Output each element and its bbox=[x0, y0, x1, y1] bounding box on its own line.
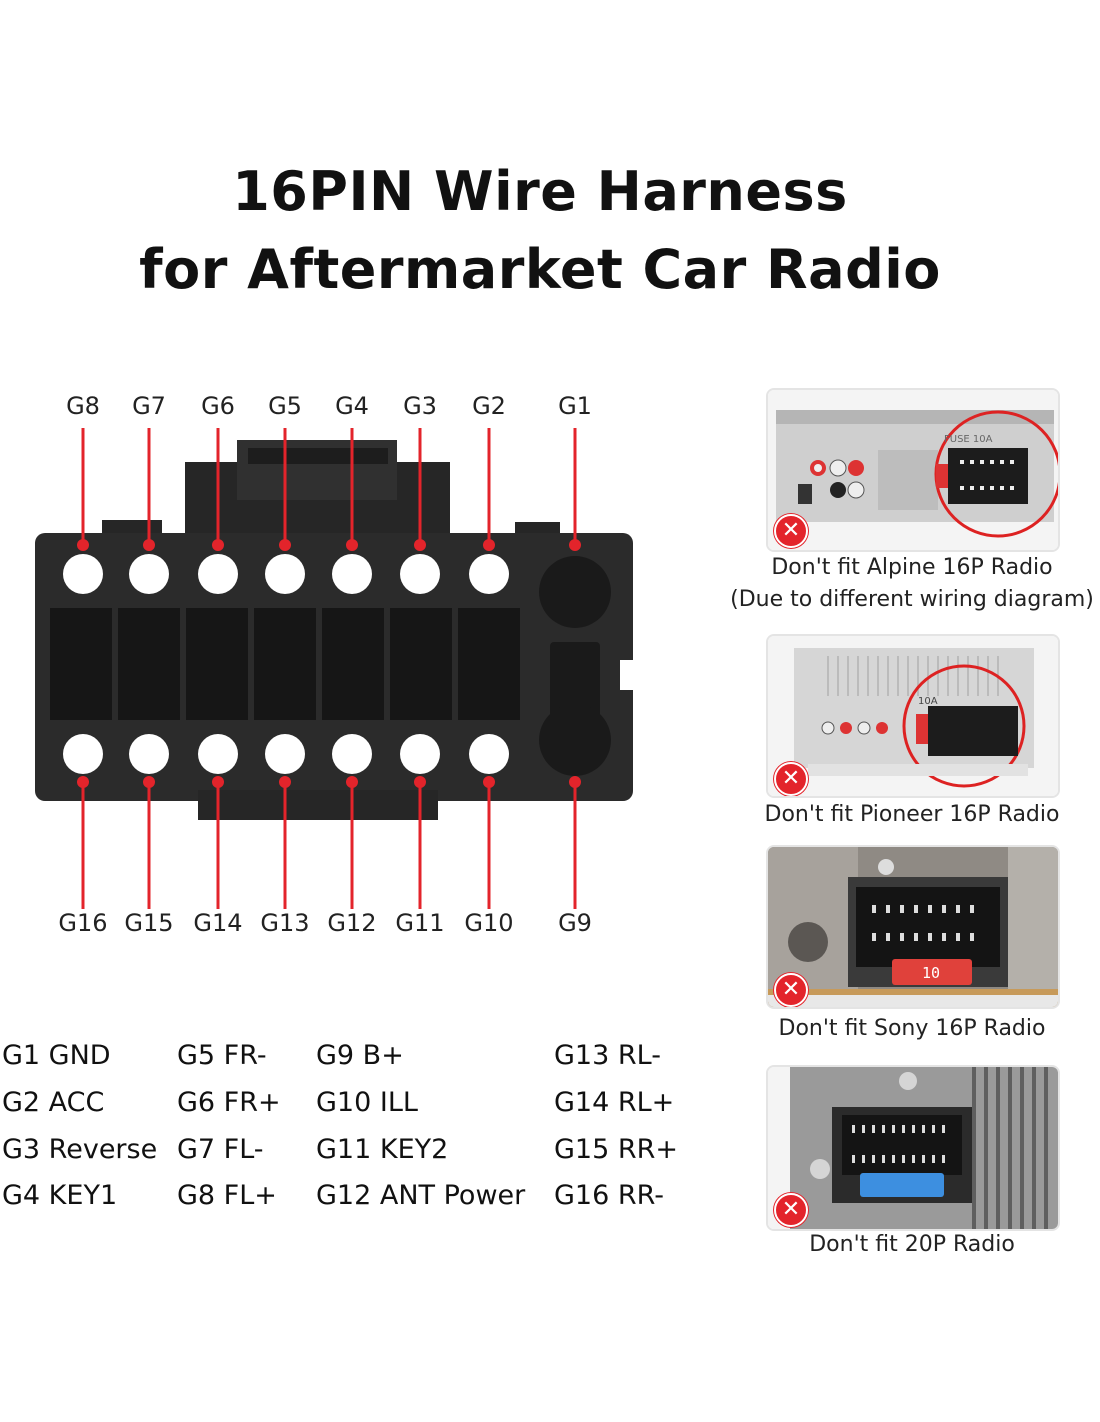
pin-hole bbox=[332, 554, 372, 594]
legend-item: G14 RL+ bbox=[554, 1087, 675, 1118]
legend-item: G6 FR+ bbox=[177, 1087, 281, 1118]
pin-hole bbox=[198, 554, 238, 594]
callout-dot bbox=[212, 776, 224, 788]
alpine-caption: Don't fit Alpine 16P Radio (Due to diffe… bbox=[720, 552, 1100, 616]
callout-dot bbox=[483, 539, 495, 551]
callout-dot bbox=[414, 776, 426, 788]
pioneer-radio-card: 10A ✕ bbox=[766, 634, 1060, 798]
pin-hole bbox=[129, 734, 169, 774]
callout-dot bbox=[279, 539, 291, 551]
legend-item: G5 FR- bbox=[177, 1040, 267, 1071]
pin-label: G10 bbox=[464, 909, 513, 937]
pin-label: G15 bbox=[124, 909, 173, 937]
pin-hole bbox=[265, 554, 305, 594]
callout-dot bbox=[212, 539, 224, 551]
20p-radio-photo bbox=[768, 1067, 1058, 1229]
legend-item: G12 ANT Power bbox=[316, 1180, 526, 1211]
legend-item: G2 ACC bbox=[2, 1087, 105, 1118]
title-line-1: 16PIN Wire Harness bbox=[232, 160, 848, 223]
pin-label: G4 bbox=[335, 392, 369, 420]
legend-item: G7 FL- bbox=[177, 1134, 264, 1165]
x-icon: ✕ bbox=[774, 514, 808, 548]
pin-hole bbox=[63, 554, 103, 594]
pin-label: G5 bbox=[268, 392, 302, 420]
caption-line: Don't fit 20P Radio bbox=[809, 1232, 1015, 1257]
callout-dot bbox=[77, 539, 89, 551]
callout-dot bbox=[279, 776, 291, 788]
pin-label: G9 bbox=[558, 909, 592, 937]
callout-dot bbox=[569, 776, 581, 788]
pin-label: G6 bbox=[201, 392, 235, 420]
pioneer-caption: Don't fit Pioneer 16P Radio bbox=[720, 799, 1100, 831]
pin-label: G1 bbox=[558, 392, 592, 420]
title-line-2: for Aftermarket Car Radio bbox=[139, 238, 941, 301]
pin-hole bbox=[129, 554, 169, 594]
pioneer-radio-photo: 10A bbox=[768, 636, 1058, 796]
x-icon: ✕ bbox=[774, 973, 808, 1007]
pin-hole bbox=[469, 734, 509, 774]
pin-label: G12 bbox=[327, 909, 376, 937]
callout-dot bbox=[414, 539, 426, 551]
caption-line: Don't fit Pioneer 16P Radio bbox=[764, 802, 1060, 827]
callout-dot bbox=[346, 539, 358, 551]
sony-caption: Don't fit Sony 16P Radio bbox=[720, 1013, 1100, 1045]
callout-dot bbox=[143, 776, 155, 788]
sony-radio-photo: 10 bbox=[768, 847, 1058, 1007]
legend-item: G1 GND bbox=[2, 1040, 111, 1071]
pin-label: G2 bbox=[472, 392, 506, 420]
legend-item: G9 B+ bbox=[316, 1040, 404, 1071]
legend-item: G10 ILL bbox=[316, 1087, 418, 1118]
pin-hole bbox=[469, 554, 509, 594]
pin-hole bbox=[63, 734, 103, 774]
legend-item: G11 KEY2 bbox=[316, 1134, 449, 1165]
legend-item: G16 RR- bbox=[554, 1180, 665, 1211]
caption-line: Don't fit Alpine 16P Radio bbox=[771, 555, 1053, 580]
pin-hole bbox=[400, 734, 440, 774]
fuse-label: 10A bbox=[918, 696, 938, 707]
fuse-label: FUSE 10A bbox=[944, 434, 993, 445]
x-icon: ✕ bbox=[774, 1193, 808, 1227]
legend-item: G3 Reverse bbox=[2, 1134, 158, 1165]
pin-hole bbox=[265, 734, 305, 774]
caption-line: (Due to different wiring diagram) bbox=[730, 587, 1094, 612]
pin-hole bbox=[332, 734, 372, 774]
pin-hole bbox=[198, 734, 238, 774]
sony-radio-card: 10 ✕ bbox=[766, 845, 1060, 1009]
20p-radio-card: ✕ bbox=[766, 1065, 1060, 1231]
20p-caption: Don't fit 20P Radio bbox=[720, 1229, 1100, 1261]
x-icon: ✕ bbox=[774, 762, 808, 796]
legend-item: G8 FL+ bbox=[177, 1180, 277, 1211]
pin-label: G3 bbox=[403, 392, 437, 420]
pin-label: G16 bbox=[58, 909, 107, 937]
legend-item: G4 KEY1 bbox=[2, 1180, 118, 1211]
callout-dot bbox=[143, 539, 155, 551]
caption-line: Don't fit Sony 16P Radio bbox=[778, 1016, 1046, 1041]
alpine-radio-card: FUSE 10A ✕ bbox=[766, 388, 1060, 552]
callout-dot bbox=[569, 539, 581, 551]
pin-label: G11 bbox=[395, 909, 444, 937]
legend-item: G13 RL- bbox=[554, 1040, 661, 1071]
alpine-radio-photo: FUSE 10A bbox=[768, 390, 1058, 550]
pin-label: G7 bbox=[132, 392, 166, 420]
pin-label: G14 bbox=[193, 909, 242, 937]
pin-label: G8 bbox=[66, 392, 100, 420]
callout-dot bbox=[346, 776, 358, 788]
callout-dot bbox=[483, 776, 495, 788]
legend-item: G15 RR+ bbox=[554, 1134, 679, 1165]
pin-hole bbox=[400, 554, 440, 594]
pin-label: G13 bbox=[260, 909, 309, 937]
callout-dot bbox=[77, 776, 89, 788]
connector-body bbox=[35, 440, 636, 820]
fuse-label: 10 bbox=[922, 964, 940, 982]
